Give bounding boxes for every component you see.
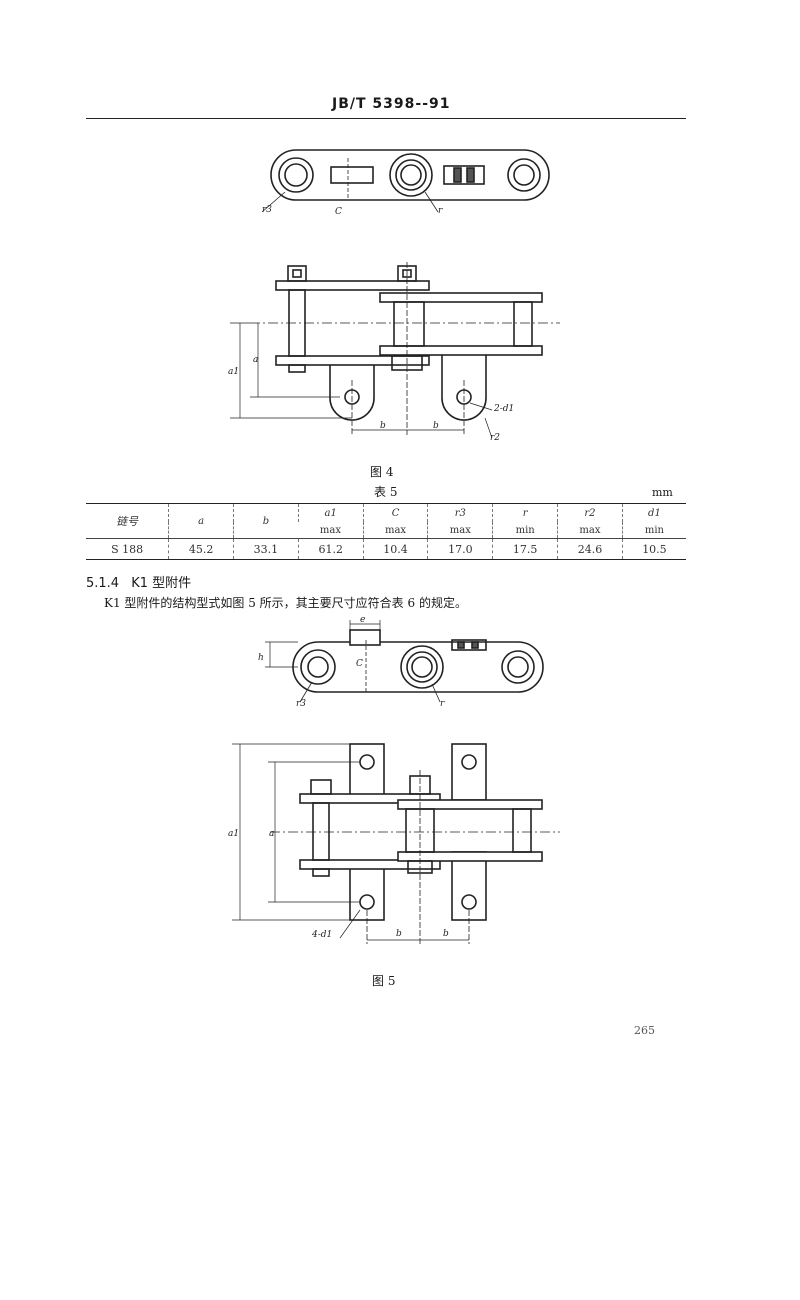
col-limit: max xyxy=(319,524,342,536)
figure-4-drawing: r3 C r a1 a b b 2-d1 r2 xyxy=(228,149,560,443)
table-5-title: 表 5 xyxy=(374,485,398,499)
col-header: 链号 xyxy=(116,515,139,528)
col-header: a1 xyxy=(297,503,364,522)
section-number: 5.1.4 xyxy=(86,576,120,591)
label-b-1: b xyxy=(380,421,386,431)
table-cell: 61.2 xyxy=(297,538,364,560)
label-r: r xyxy=(438,206,443,216)
section-paragraph: K1 型附件的结构型式如图 5 所示，其主要尺寸应符合表 6 的规定。 xyxy=(104,596,467,610)
page-number: 265 xyxy=(634,1024,655,1037)
label-b-1: b xyxy=(396,929,402,939)
label-a: a xyxy=(269,829,274,839)
table-cell: 10.4 xyxy=(362,538,428,560)
table-cell: 24.6 xyxy=(557,538,623,560)
label-b-2: b xyxy=(443,929,449,939)
table-cell: 33.1 xyxy=(233,538,299,560)
fig5-top-view xyxy=(265,620,544,703)
col-header: a xyxy=(168,503,234,539)
label-r3: r3 xyxy=(296,699,306,709)
figure-5-drawing: e h C r3 r a1 xyxy=(228,615,560,944)
table-cell: 10.5 xyxy=(621,538,686,560)
col-limit: max xyxy=(427,522,493,539)
label-b-2: b xyxy=(433,421,439,431)
label-r3: r3 xyxy=(262,205,272,215)
label-e: e xyxy=(360,615,365,625)
section-title: K1 型附件 xyxy=(131,576,192,591)
col-header: d1 xyxy=(621,503,686,522)
label-r: r xyxy=(440,699,445,709)
col-limit: min xyxy=(621,522,686,539)
fig4-top-view xyxy=(261,149,550,213)
fig4-side-view xyxy=(230,262,560,439)
label-a1: a1 xyxy=(228,367,239,377)
col-header: b xyxy=(233,503,299,539)
header-rule xyxy=(86,118,686,119)
fig5-side-view xyxy=(232,743,560,944)
label-hole: 4-d1 xyxy=(311,930,332,940)
label-h: h xyxy=(258,653,264,663)
label-c: C xyxy=(335,207,342,217)
standard-number: JB/T 5398--91 xyxy=(332,96,451,112)
label-a: a xyxy=(253,355,258,365)
table-cell: 45.2 xyxy=(168,538,234,560)
table-5: 链号 a b a1 C r3 r r2 d1 max max max min m… xyxy=(86,503,686,560)
label-hole: 2-d1 xyxy=(493,404,514,414)
col-limit: max xyxy=(362,522,428,539)
label-c: C xyxy=(356,659,363,669)
col-header: r3 xyxy=(427,503,493,522)
col-limit: min xyxy=(492,522,558,539)
table-cell: 17.5 xyxy=(492,538,558,560)
table-row: S 188 45.2 33.1 61.2 10.4 17.0 17.5 24.6… xyxy=(86,538,686,560)
section-heading: 5.1.4 K1 型附件 xyxy=(86,572,191,591)
col-limit: max xyxy=(557,522,623,539)
figure-5-caption: 图 5 xyxy=(372,974,396,988)
table-cell: 17.0 xyxy=(427,538,493,560)
label-r2: r2 xyxy=(490,433,500,443)
table-cell: S 188 xyxy=(111,542,144,556)
table-5-unit: mm xyxy=(652,486,673,499)
col-header: r xyxy=(492,503,558,522)
col-header: r2 xyxy=(557,503,623,522)
figure-4-caption: 图 4 xyxy=(370,465,394,479)
col-header: C xyxy=(362,503,428,522)
label-a1: a1 xyxy=(228,829,239,839)
